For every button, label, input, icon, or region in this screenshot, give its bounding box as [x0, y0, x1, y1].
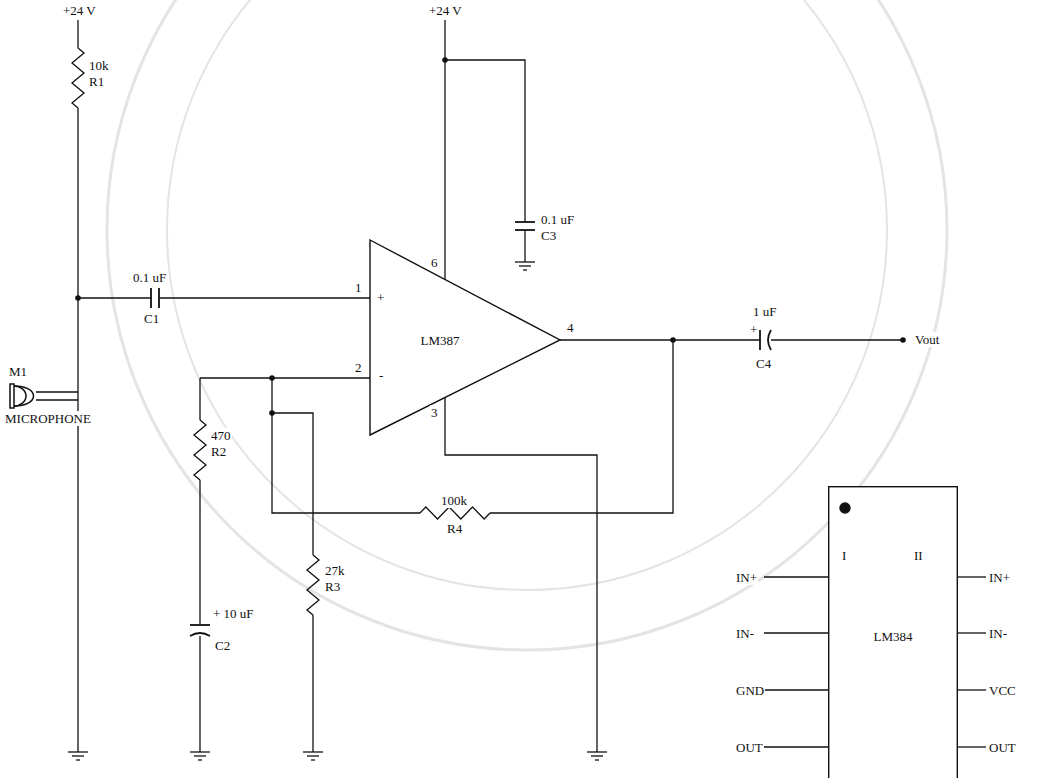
resistor-value: 27k	[324, 563, 346, 578]
pin-name: VCC	[988, 683, 1017, 698]
part-name: C2	[214, 638, 231, 653]
signal-name: Vout	[914, 332, 940, 347]
junction-dot	[269, 410, 275, 416]
supply-voltage: +24 V	[62, 3, 97, 18]
pin-number: 6	[430, 255, 439, 270]
part-name: R3	[324, 579, 341, 594]
opamp-triangle: LM387	[370, 240, 560, 435]
junction-dot	[442, 57, 448, 63]
part-name: C4	[755, 356, 772, 371]
wire	[78, 297, 151, 298]
microphone-symbol	[10, 384, 34, 408]
part-name: R4	[446, 521, 463, 536]
wire	[445, 397, 597, 752]
wire	[958, 632, 986, 633]
junction-dot	[900, 337, 906, 343]
pin-name: IN+	[988, 570, 1011, 585]
part-name: M1	[8, 364, 28, 379]
part-name: MICROPHONE	[4, 411, 92, 426]
chip-name: LM387	[421, 333, 460, 348]
capacitor-symbol	[151, 288, 159, 308]
input-sign: +	[376, 290, 385, 305]
wire	[36, 399, 78, 400]
wire	[958, 746, 986, 747]
pin-number: 2	[354, 360, 363, 375]
supply-voltage: +24 V	[428, 3, 463, 18]
capacitor-value: 0.1 uF	[540, 212, 575, 227]
wire	[560, 339, 760, 340]
watermark-seal	[107, 0, 947, 650]
capacitor-symbol	[190, 625, 210, 636]
capacitor-value: + 10 uF	[212, 606, 255, 621]
ground-symbol	[68, 752, 88, 760]
resistor-symbol	[194, 420, 206, 480]
wire	[764, 576, 828, 577]
pin-name: IN+	[735, 570, 758, 585]
part-name: R1	[88, 74, 105, 89]
wire	[77, 20, 78, 48]
junction-dot	[670, 337, 676, 343]
capacitor-symbol	[760, 330, 771, 350]
section-number: I	[842, 548, 846, 563]
capacitor-symbol	[515, 222, 535, 230]
resistor-value: 100k	[440, 493, 468, 508]
junction-dot	[269, 375, 275, 381]
pin-name: GND	[735, 683, 765, 698]
capacitor-value: 0.1 uF	[132, 270, 167, 285]
section-number: II	[914, 548, 923, 563]
pin-name: OUT	[735, 740, 764, 755]
wire	[159, 297, 370, 298]
resistor-symbol	[72, 48, 84, 108]
resistor-symbol	[307, 555, 319, 615]
wire	[199, 636, 200, 752]
wire	[200, 377, 370, 378]
chip-name: LM384	[874, 629, 913, 644]
resistor-symbol	[420, 507, 490, 519]
wire	[445, 60, 525, 222]
ground-symbol	[190, 752, 210, 760]
resistor-value: 470	[210, 428, 232, 443]
polarity-sign: +	[749, 322, 758, 337]
wire	[958, 576, 986, 577]
ground-symbol	[303, 752, 323, 760]
pin-name: OUT	[988, 740, 1017, 755]
node-outline	[370, 240, 560, 435]
pin-name: IN-	[735, 626, 755, 641]
pin-number: 1	[354, 280, 363, 295]
wire	[199, 480, 200, 625]
wire	[36, 391, 78, 392]
wire	[312, 615, 313, 752]
resistor-value: 10k	[88, 58, 110, 73]
pin-number: 3	[430, 405, 439, 420]
wire	[490, 340, 673, 513]
capacitor-value: 1 uF	[752, 304, 777, 319]
wire	[764, 632, 828, 633]
pin-name: IN-	[988, 626, 1008, 641]
ic-pinout-box: IIILM384	[828, 486, 958, 778]
wire	[771, 339, 903, 340]
pin-number: 4	[566, 320, 575, 335]
part-name: C1	[143, 311, 160, 326]
wire	[764, 746, 828, 747]
wire	[764, 689, 828, 690]
ground-symbol	[587, 752, 607, 760]
part-name: R2	[210, 444, 227, 459]
wire	[272, 413, 313, 555]
wire	[77, 108, 78, 752]
wire	[524, 230, 525, 262]
wire	[958, 689, 986, 690]
ground-symbol	[515, 262, 535, 270]
input-sign: -	[378, 368, 384, 383]
wire	[199, 378, 200, 420]
part-name: C3	[540, 228, 557, 243]
junction-dot	[75, 295, 81, 301]
